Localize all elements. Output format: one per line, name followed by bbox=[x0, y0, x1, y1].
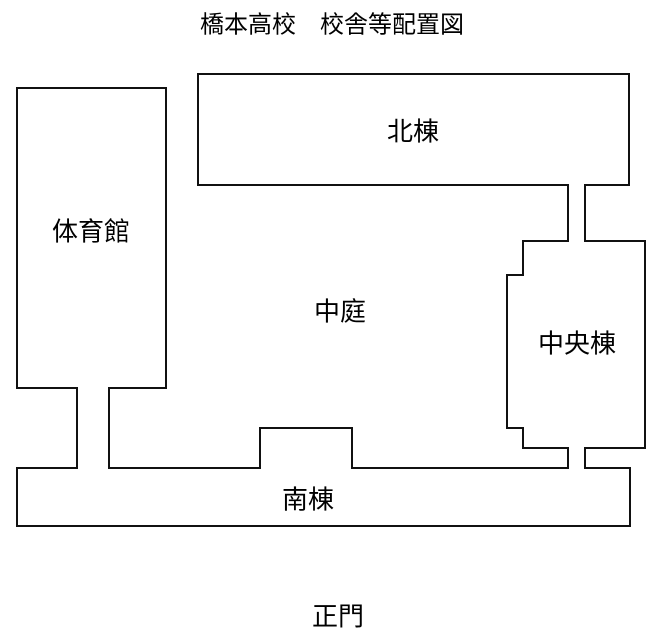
main-gate-label: 正門 bbox=[311, 602, 365, 633]
courtyard-label: 中庭 bbox=[313, 297, 367, 328]
building-outline bbox=[16, 73, 646, 527]
central-building-label: 中央棟 bbox=[537, 329, 617, 360]
map-title: 橋本高校 校舎等配置図 bbox=[200, 10, 464, 39]
gym-label: 体育館 bbox=[51, 217, 131, 248]
south-building-label: 南棟 bbox=[281, 485, 335, 516]
north-building-label: 北棟 bbox=[386, 117, 440, 148]
